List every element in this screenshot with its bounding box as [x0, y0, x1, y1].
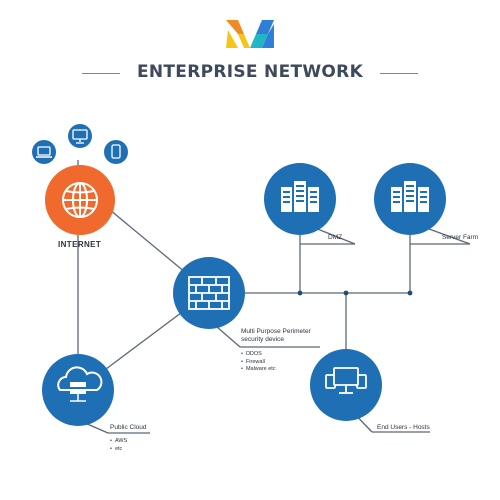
end-users-label: End Users - Hosts	[377, 424, 430, 431]
desktop-icon	[68, 124, 92, 148]
perimeter-label-line1: Multi Purpose Perimeter	[241, 328, 311, 335]
title-rule-right	[380, 73, 418, 74]
perimeter-bullets: DDOS Firewall Malware etc	[241, 351, 276, 374]
bullet-etc: etc	[110, 446, 127, 454]
dmz-node	[264, 163, 336, 235]
firewall-icon	[188, 276, 230, 310]
junction-dots	[297, 290, 413, 296]
end-users-node	[310, 349, 382, 421]
dmz-label: DMZ	[328, 234, 343, 241]
perimeter-node	[173, 257, 245, 329]
cloud-server-icon	[57, 366, 103, 402]
bullet-firewall: Firewall	[241, 359, 276, 367]
servers-icon	[281, 181, 319, 212]
server-farm-node	[374, 163, 446, 235]
public-cloud-bullets: AWS etc	[110, 438, 127, 453]
internet-node	[45, 165, 115, 235]
public-cloud-label: Public Cloud	[110, 424, 147, 431]
monitors-icon	[325, 367, 367, 394]
globe-icon	[62, 182, 98, 218]
page-title: ENTERPRISE NETWORK	[136, 62, 364, 82]
laptop-icon	[32, 140, 56, 164]
internet-label: INTERNET	[58, 240, 102, 249]
perimeter-label-line2: security device	[241, 336, 284, 343]
servers-icon	[391, 181, 429, 212]
mobile-icon	[104, 140, 128, 164]
server-farm-label: Server Farm	[442, 234, 479, 241]
title-rule-left	[82, 73, 120, 74]
bullet-malware: Malware etc	[241, 366, 276, 374]
public-cloud-node	[42, 354, 114, 426]
bullet-aws: AWS	[110, 438, 127, 446]
bullet-ddos: DDOS	[241, 351, 276, 359]
brand-logo	[226, 20, 274, 48]
